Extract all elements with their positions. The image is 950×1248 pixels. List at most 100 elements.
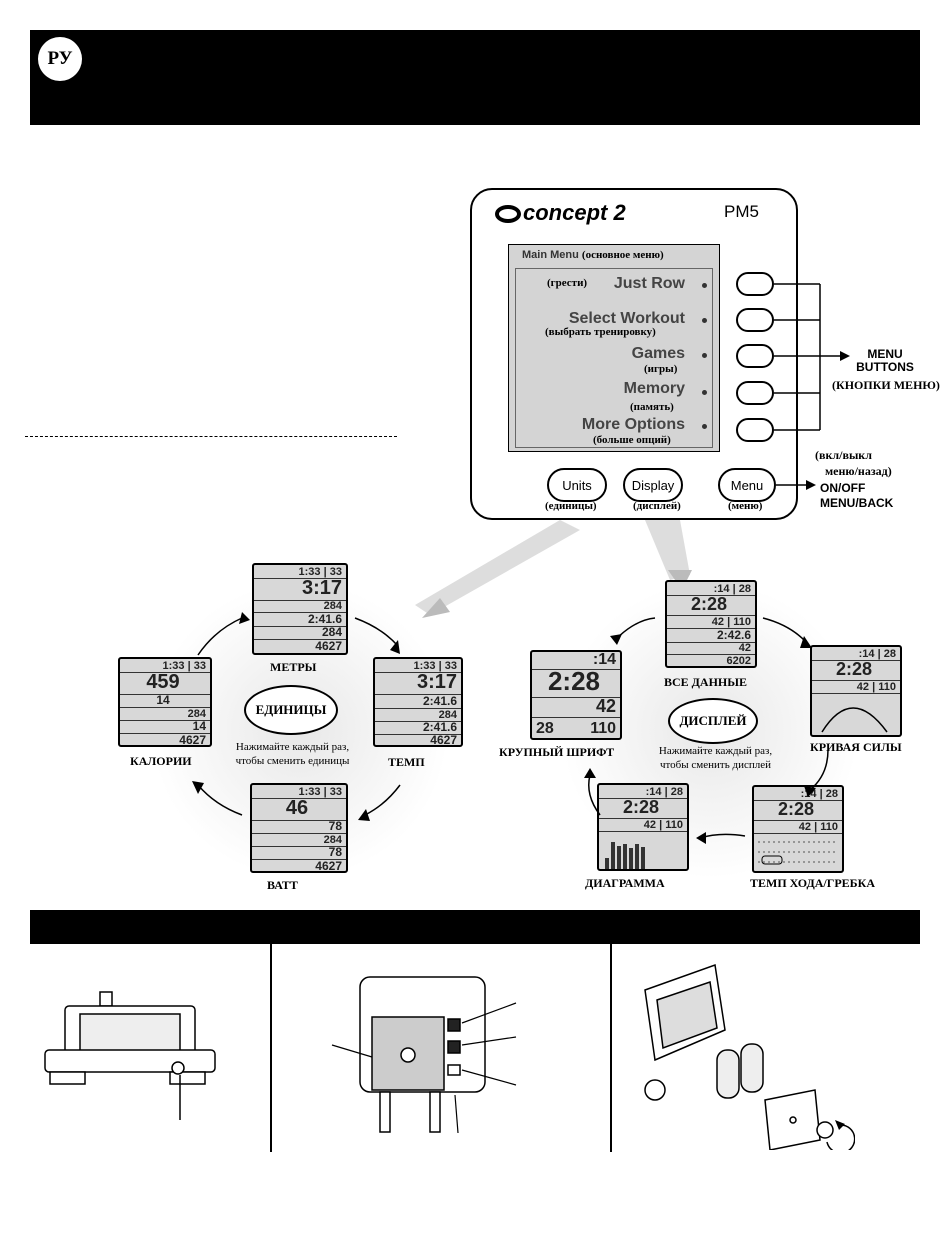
menu-item-memory[interactable]: Memory xyxy=(590,380,685,398)
onoff-label-2: MENU/BACK xyxy=(820,496,894,510)
row3-value: 14 xyxy=(156,693,170,707)
stroke-rate: 28 xyxy=(670,786,683,798)
stroke-rate: 28 xyxy=(536,720,554,737)
units-button[interactable]: Units xyxy=(547,468,607,502)
caption-watts: ВАТТ xyxy=(267,878,298,892)
units-note-line1: Нажимайте каждый раз, xyxy=(235,741,350,753)
main-value: 3:17 xyxy=(416,671,457,693)
caption-bar-chart: ДИАГРАММА xyxy=(585,876,665,890)
onoff-arrow xyxy=(776,480,816,490)
units-beam xyxy=(415,520,580,618)
row5-value: 2:41.6 xyxy=(422,720,457,734)
stroke-rate: 33 xyxy=(444,660,457,672)
display-ru-label: (дисплей) xyxy=(633,500,681,512)
row6-value: 4627 xyxy=(315,639,342,653)
row3-value: 78 xyxy=(328,819,342,833)
stroke-rate: 28 xyxy=(883,648,896,660)
units-button-label: Units xyxy=(562,477,592,493)
menu-item-games[interactable]: Games xyxy=(600,345,685,363)
heart-rate: 110 xyxy=(665,819,683,831)
menu-button-2[interactable] xyxy=(736,308,774,332)
caption-all-data: ВСЕ ДАННЫЕ xyxy=(664,675,748,689)
lcd-pace: 1:33 | 33 3:17 2:41.6 284 2:41.6 4627 xyxy=(373,657,463,747)
display-button[interactable]: Display xyxy=(623,468,683,502)
menu-dot xyxy=(702,353,707,358)
row5-value: 284 xyxy=(321,625,342,639)
display-center-oval: ДИСПЛЕЙ xyxy=(668,698,758,744)
elapsed-time: 1:33 xyxy=(298,786,321,798)
battery-replacement-illustration xyxy=(644,963,855,1150)
menu-button-3[interactable] xyxy=(736,344,774,368)
row4-value: 284 xyxy=(438,709,457,721)
pace-boat-graph xyxy=(758,841,838,865)
lcd-meters: 1:33 | 33 3:17 284 2:41.6 284 4627 xyxy=(252,563,348,655)
elapsed-time: :14 xyxy=(645,786,662,798)
lcd-all-data: :14 | 28 2:28 42 | 110 2:42.6 42 6202 xyxy=(665,580,757,668)
units-center-label: ЕДИНИЦЫ xyxy=(255,702,327,717)
menu-button[interactable]: Menu xyxy=(718,468,776,502)
menu-item-more-options[interactable]: More Options xyxy=(560,416,685,434)
menu-list-frame xyxy=(515,268,713,448)
menu-item-ru: (больше опций) xyxy=(593,434,671,446)
menu-buttons-label: MENU BUTTONS xyxy=(856,347,914,374)
menu-dot xyxy=(702,390,707,395)
row5-value: 14 xyxy=(192,719,206,733)
row3-value: 284 xyxy=(323,600,342,612)
menu-item-label: Games xyxy=(631,345,685,362)
row3-value: 42 xyxy=(798,821,812,833)
bar-graph xyxy=(605,842,645,869)
row4-value: 2:41.6 xyxy=(307,612,342,626)
onoff-ru-2: меню/назад) xyxy=(825,464,892,478)
menu-item-label: Memory xyxy=(623,380,685,397)
menu-button-1[interactable] xyxy=(736,272,774,296)
menu-item-select-workout[interactable]: Select Workout xyxy=(540,310,685,328)
menu-dot xyxy=(702,318,707,323)
stroke-rate: 33 xyxy=(329,786,342,798)
elapsed-time: 1:33 xyxy=(298,566,321,578)
menu-buttons-bracket xyxy=(774,283,850,431)
menu-ru-label: (меню) xyxy=(728,500,763,512)
main-value: 2:28 xyxy=(622,797,660,817)
row6-value: 4627 xyxy=(179,733,206,747)
brand-name: concept 2 xyxy=(523,200,626,225)
force-curve-graph xyxy=(821,707,888,733)
elapsed-time: :14 xyxy=(592,651,616,668)
menu-dot xyxy=(702,424,707,429)
language-badge: РУ xyxy=(38,37,82,81)
section-bar xyxy=(30,910,920,944)
main-value: 3:17 xyxy=(301,577,342,599)
menu-item-label: Just Row xyxy=(613,275,685,292)
monitor-mount-illustration xyxy=(44,991,216,1120)
menu-item-ru: (игры) xyxy=(644,363,678,375)
display-cycle-arrows xyxy=(584,617,829,844)
menu-button-5[interactable] xyxy=(736,418,774,442)
units-center-oval: ЕДИНИЦЫ xyxy=(244,685,338,735)
header-bar xyxy=(30,30,920,125)
row5-value: 42 xyxy=(738,642,751,654)
row3-value: 42 xyxy=(643,819,657,831)
row6-value: 4627 xyxy=(315,859,342,873)
row3-value: 2:41.6 xyxy=(422,694,457,708)
menu-item-just-row[interactable]: Just Row xyxy=(600,275,685,293)
display-center-label: ДИСПЛЕЙ xyxy=(679,713,747,728)
onoff-label-1: ON/OFF xyxy=(820,481,866,495)
logo-mark-icon xyxy=(495,205,521,224)
row5-value: 78 xyxy=(328,845,342,859)
menu-item-ru: (память) xyxy=(630,401,674,413)
caption-meters: МЕТРЫ xyxy=(270,660,317,674)
monitor-back-illustration xyxy=(331,976,517,1134)
menu-item-ru: (грести) xyxy=(547,277,588,289)
row6-value: 4627 xyxy=(430,733,457,747)
units-note-line2: чтобы сменить единицы xyxy=(235,755,350,767)
menu-item-ru: (выбрать тренировку) xyxy=(545,326,656,338)
menu-dot xyxy=(702,283,707,288)
onoff-ru-1: (вкл/выкл xyxy=(815,448,872,462)
stroke-rate: 33 xyxy=(329,566,342,578)
caption-stroke-pace: ТЕМП ХОДА/ГРЕБКА xyxy=(750,876,875,890)
row4-value: 284 xyxy=(323,834,342,846)
elapsed-time: :14 xyxy=(858,648,875,660)
menu-buttons-ru-label: (КНОПКИ МЕНЮ) xyxy=(832,378,940,392)
main-value: 2:28 xyxy=(690,594,728,614)
menu-button-4[interactable] xyxy=(736,381,774,405)
